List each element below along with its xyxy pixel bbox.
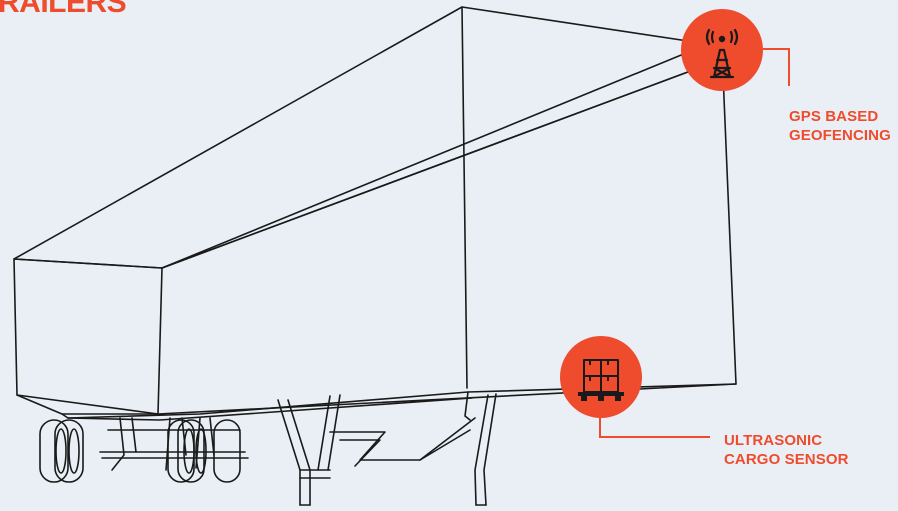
- gps-leader-line: [763, 48, 790, 86]
- ultrasonic-cargo-sensor-label: ULTRASONIC CARGO SENSOR: [724, 431, 849, 469]
- cargo-sensor-label-line-1: ULTRASONIC: [724, 432, 823, 449]
- trailer-panel-line: [461, 6, 468, 389]
- trailer-side-face: [157, 49, 737, 415]
- gps-geofencing-label-line-2: GEOFENCING: [789, 127, 891, 144]
- cell-tower-icon: [681, 9, 763, 91]
- cargo-sensor-label-line-2: CARGO SENSOR: [724, 451, 849, 468]
- trailer-front-face: [13, 258, 163, 415]
- trailer-roof: [13, 6, 709, 269]
- gps-geofencing-label-line-1: GPS BASED: [789, 108, 879, 125]
- gps-geofencing-label: GPS BASED GEOFENCING: [789, 107, 891, 145]
- trailer-outline: [13, 6, 737, 506]
- callout-leaders: [599, 48, 790, 438]
- cargo-boxes-icon: [560, 336, 642, 418]
- page-title: RAILERS: [0, 0, 127, 19]
- cargo-leader-line: [599, 412, 710, 438]
